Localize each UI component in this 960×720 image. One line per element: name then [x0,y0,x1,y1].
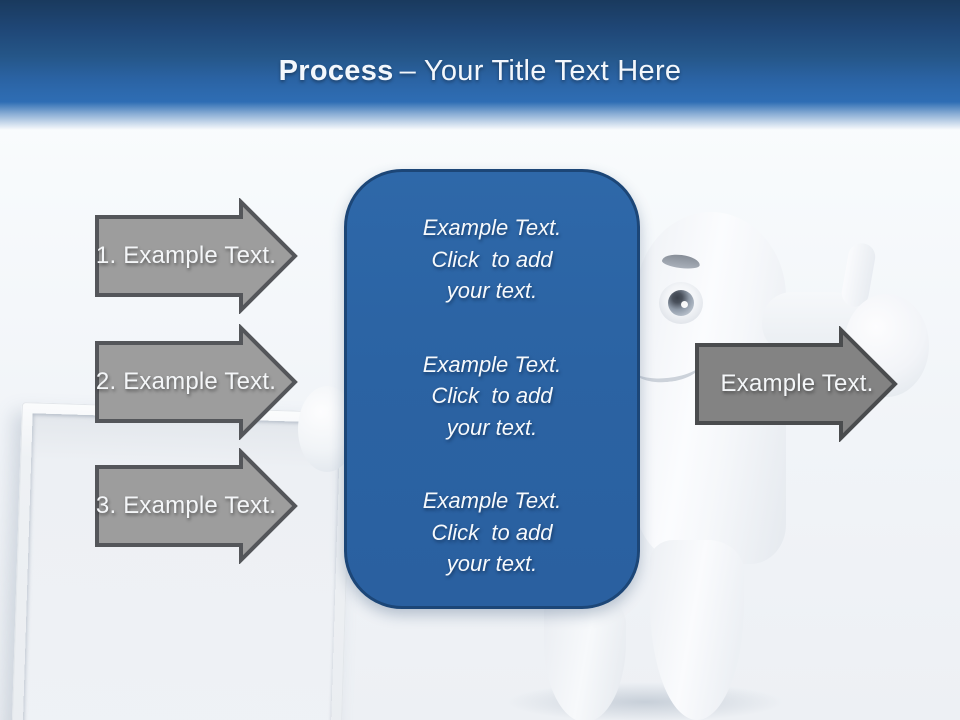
tooth-ground-shadow [505,682,785,720]
panel-text-block[interactable]: Example Text. Click to add your text. [422,215,562,303]
title-bar: Process– Your Title Text Here [0,0,960,134]
right-arrow-shape-icon [95,324,298,440]
panel-text-block[interactable]: Example Text. Click to add your text. [422,488,562,576]
tooth-eye-highlight [681,301,688,308]
center-text-panel[interactable]: Example Text. Click to add your text. Ex… [344,169,640,609]
result-arrow[interactable]: Example Text. [695,326,899,442]
process-arrow-3[interactable]: 3. Example Text. [95,448,299,564]
slide-title-keyword: Process [278,55,394,87]
slide-title[interactable]: Process– Your Title Text Here [0,55,960,88]
panel-text-block[interactable]: Example Text. Click to add your text. [422,351,562,440]
slide-title-rest: – Your Title Text Here [399,55,682,87]
process-arrow-2-label: 2. Example Text. [95,368,277,395]
right-arrow-shape-icon [95,198,298,314]
process-arrow-1[interactable]: 1. Example Text. [95,198,299,314]
right-arrow-shape-icon [95,448,298,564]
tooth-eye [659,282,703,324]
tooth-iris [668,290,694,316]
process-arrow-3-label: 3. Example Text. [95,492,277,519]
result-arrow-label: Example Text. [720,370,874,397]
process-arrow-2[interactable]: 2. Example Text. [95,324,299,440]
tooth-root-right [650,540,744,720]
tooth-root-left [544,598,626,720]
right-arrow-shape-icon [695,326,898,442]
process-arrow-1-label: 1. Example Text. [95,242,277,269]
